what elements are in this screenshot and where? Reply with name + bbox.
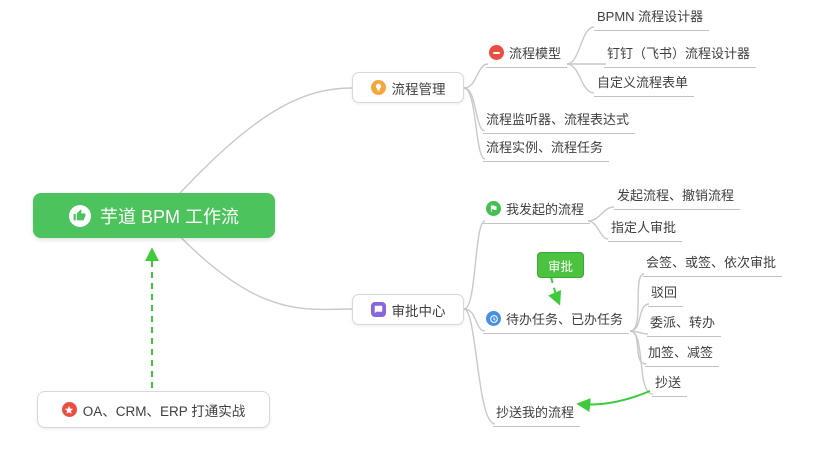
node-cc[interactable]: 抄送	[652, 370, 688, 397]
connector-model-bpmn	[566, 26, 595, 65]
node-label: 流程模型	[509, 46, 562, 61]
node-delegate-transfer[interactable]: 委派、转办	[647, 310, 722, 337]
node-approval-center[interactable]: 审批中心	[352, 294, 464, 325]
node-label: 加签、减签	[648, 345, 714, 360]
node-oa-crm-erp-integration[interactable]: OA、CRM、ERP 打通实战	[37, 391, 270, 428]
node-my-initiated[interactable]: 我发起的流程	[483, 197, 591, 224]
node-label: 指定人审批	[611, 220, 677, 235]
node-custom-form[interactable]: 自定义流程表单	[594, 70, 695, 97]
node-label: 流程监听器、流程表达式	[486, 112, 630, 127]
node-todo-done-tasks[interactable]: 待办任务、已办任务	[483, 307, 630, 334]
arrow-cc-to-cc-my	[576, 390, 651, 413]
thumbs-up-icon	[68, 204, 91, 227]
flag-icon	[486, 201, 501, 216]
node-label: 驳回	[651, 285, 678, 300]
node-label: 会签、或签、依次审批	[646, 255, 777, 270]
node-process-model[interactable]: 流程模型	[486, 41, 568, 68]
connector-todo-countersign	[629, 273, 645, 332]
node-reject[interactable]: 驳回	[648, 280, 684, 307]
connector-initiated-assignee	[587, 220, 609, 240]
node-instance-task[interactable]: 流程实例、流程任务	[483, 135, 610, 162]
node-process-management[interactable]: 流程管理	[352, 72, 464, 103]
node-initiate-cancel[interactable]: 发起流程、撤销流程	[614, 183, 741, 210]
node-label: 发起流程、撤销流程	[617, 188, 735, 203]
approval-arrow-label[interactable]: 审批	[537, 252, 585, 278]
connector-center-todo	[463, 308, 486, 332]
connector-mgmt-model	[463, 63, 489, 89]
node-label: 钉钉（飞书）流程设计器	[607, 46, 751, 61]
arrow-approval-to-todo	[548, 276, 562, 306]
connector-mgmt-listener	[463, 87, 486, 132]
node-cc-my-process[interactable]: 抄送我的流程	[493, 400, 581, 427]
connector-center-my-initiated	[463, 220, 486, 310]
clock-icon	[486, 311, 501, 326]
connector-mgmt-instance	[463, 87, 486, 160]
connector-root-approval-center	[159, 214, 353, 311]
node-root[interactable]: 芋道 BPM 工作流	[33, 193, 275, 238]
node-label: 自定义流程表单	[597, 75, 689, 90]
node-countersign[interactable]: 会签、或签、依次审批	[643, 250, 783, 277]
node-listener-expression[interactable]: 流程监听器、流程表达式	[483, 107, 636, 134]
node-label: 流程管理	[391, 81, 446, 97]
root-label: 芋道 BPM 工作流	[99, 206, 239, 227]
node-label: 抄送	[655, 375, 682, 390]
connector-model-custom-form	[566, 63, 595, 94]
node-label: 委派、转办	[650, 315, 716, 330]
node-label: 我发起的流程	[506, 202, 585, 217]
connector-center-cc-my	[463, 308, 496, 425]
connector-initiated-cancel	[587, 206, 615, 222]
connector-todo-reject	[629, 303, 650, 332]
node-assignee-approval[interactable]: 指定人审批	[608, 215, 683, 242]
node-bpmn-designer[interactable]: BPMN 流程设计器	[594, 4, 710, 31]
minus-icon	[489, 45, 504, 60]
star-icon	[61, 402, 77, 417]
lightbulb-icon	[370, 80, 386, 95]
node-label: BPMN 流程设计器	[597, 9, 704, 24]
node-add-reduce-sign[interactable]: 加签、减签	[645, 340, 720, 367]
connector-todo-addsign	[629, 330, 647, 365]
node-label: OA、CRM、ERP 打通实战	[82, 403, 246, 419]
node-label: 审批中心	[391, 303, 446, 319]
node-dingtalk-designer[interactable]: 钉钉（飞书）流程设计器	[604, 41, 757, 68]
node-label: 待办任务、已办任务	[506, 312, 624, 327]
connector-root-process-mgmt	[159, 87, 353, 216]
node-label: 流程实例、流程任务	[486, 140, 604, 155]
node-label: 抄送我的流程	[496, 405, 575, 420]
chat-bubble-icon	[370, 302, 386, 317]
tag-label: 审批	[548, 259, 574, 274]
